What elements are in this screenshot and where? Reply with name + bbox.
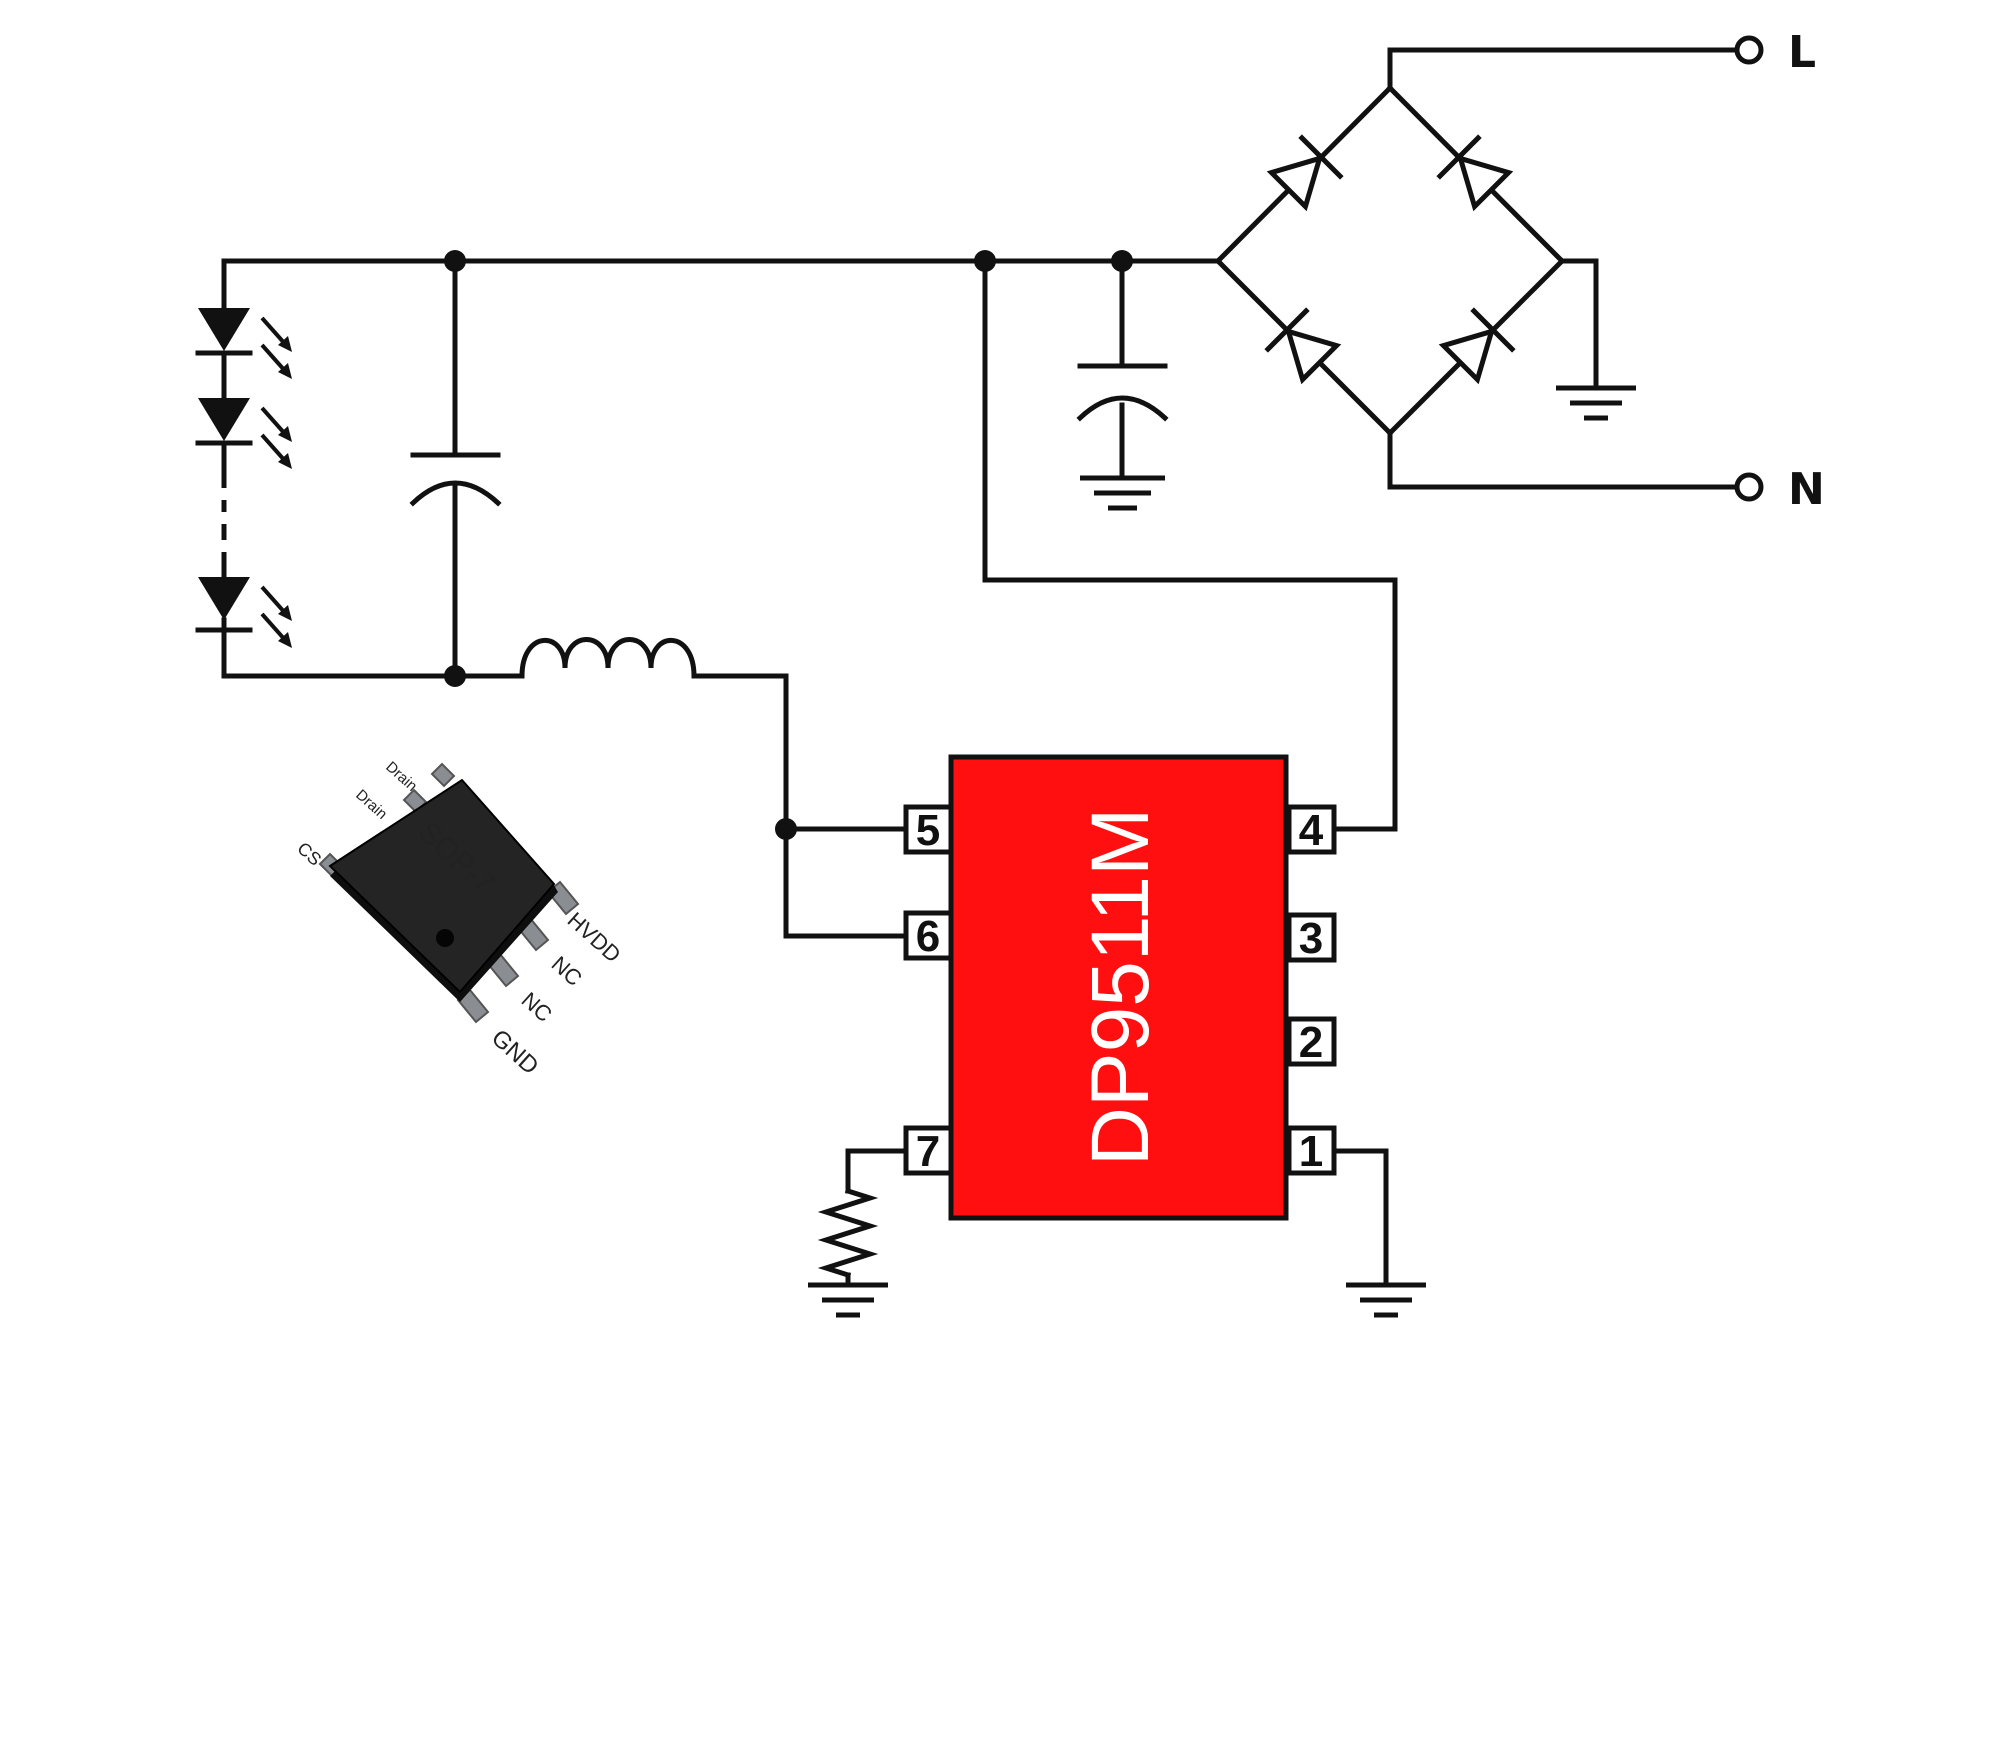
junction-dot	[444, 250, 466, 272]
ic-pin-5-label: 5	[916, 806, 940, 855]
junction-dot	[1111, 250, 1133, 272]
package-pin-label-gnd: GND	[486, 1024, 544, 1080]
ground-icon	[1556, 385, 1636, 421]
ground-icon	[1080, 475, 1165, 511]
ac-input-terminals: L N	[1734, 27, 1825, 515]
bridge-diode-4	[1438, 307, 1516, 385]
sop7-package-image: SOP-7 Drain Drain CS HVDD NC NC GND	[293, 758, 625, 1080]
bridge-diode-3	[1264, 307, 1342, 385]
led-string	[195, 308, 292, 648]
ic-pin-3: 3	[1286, 912, 1337, 963]
junction-dot	[974, 250, 996, 272]
ic-pin-2: 2	[1286, 1016, 1337, 1067]
ic-pin-1: 1	[1286, 1125, 1337, 1176]
wires	[221, 47, 1740, 1288]
package-pin-label-nc-2: NC	[517, 987, 557, 1027]
ic-pin-6: 6	[903, 910, 954, 961]
inductor	[452, 637, 697, 679]
ic-pin-3-label: 3	[1299, 914, 1323, 963]
led-1	[195, 308, 292, 401]
sense-resistor	[817, 1187, 879, 1279]
ground-icon	[808, 1282, 888, 1318]
package-pin-label-drain-2: Drain	[352, 786, 390, 823]
output-capacitor	[409, 452, 502, 507]
ic-part-number: DP9511M	[1075, 808, 1166, 1167]
ic-pin-4-label: 4	[1299, 806, 1324, 855]
package-pin1-dot	[436, 929, 454, 947]
junction-dot	[775, 818, 797, 840]
ic-pin-6-label: 6	[916, 912, 940, 961]
package-body-side-2	[454, 882, 558, 1002]
bridge-diode-2	[1436, 134, 1514, 212]
ground-icon	[1346, 1282, 1426, 1318]
package-pin-label-nc-1: NC	[547, 951, 587, 991]
bridge-rectifier	[1214, 84, 1566, 437]
ic-dp9511m: DP9511M 5 6 7 4 3 2 1	[903, 754, 1337, 1221]
terminal-l-label: L	[1788, 27, 1816, 78]
terminal-l-node[interactable]	[1734, 35, 1764, 65]
ic-body	[948, 754, 1289, 1221]
bridge-diode-1	[1266, 134, 1344, 212]
terminal-n-label: N	[1788, 464, 1825, 515]
bulk-capacitor	[1076, 363, 1169, 422]
led-2	[195, 398, 292, 469]
ic-pin-7-label: 7	[916, 1127, 940, 1176]
ic-pin-4: 4	[1286, 804, 1337, 855]
ic-pin-2-label: 2	[1299, 1018, 1323, 1067]
terminal-n-node[interactable]	[1734, 472, 1764, 502]
led-n	[195, 577, 292, 648]
ic-pin-7: 7	[903, 1125, 954, 1176]
ic-pin-1-label: 1	[1299, 1127, 1323, 1176]
ic-pin-5: 5	[903, 804, 954, 855]
package-body-top	[328, 778, 556, 994]
package-leg	[430, 762, 456, 788]
